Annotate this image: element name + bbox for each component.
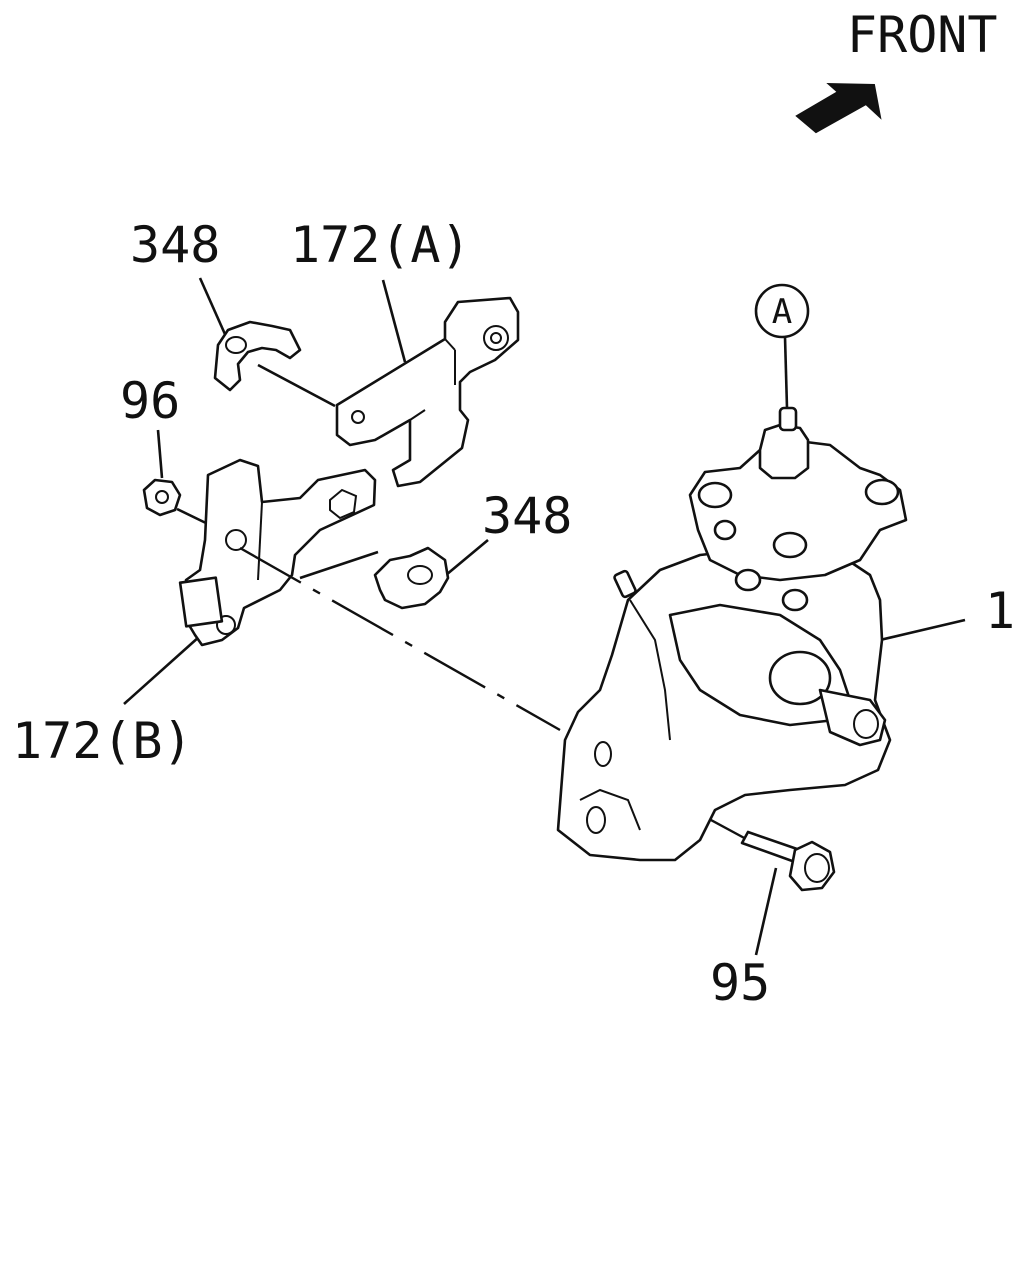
callout-172b: 172(B) bbox=[12, 712, 193, 770]
callout-95: 95 bbox=[710, 954, 770, 1012]
callout-348-top: 348 bbox=[130, 216, 220, 274]
callout-96: 96 bbox=[120, 372, 180, 430]
callout-172a: 172(A) bbox=[290, 216, 471, 274]
clip-348-mid bbox=[373, 546, 450, 610]
bracket-172b bbox=[178, 458, 377, 647]
steering-gear-assembly-1 bbox=[556, 406, 908, 862]
alignment-line-upper bbox=[239, 546, 561, 732]
clip-348-top bbox=[213, 320, 302, 392]
front-arrow-icon bbox=[795, 82, 882, 134]
leader-lines bbox=[123, 277, 966, 956]
bolt-95 bbox=[740, 830, 836, 892]
nut-96 bbox=[142, 478, 182, 517]
callout-348-mid: 348 bbox=[482, 487, 572, 545]
bracket-172a bbox=[335, 296, 520, 488]
callout-1: 1 bbox=[985, 582, 1015, 640]
front-label: FRONT bbox=[847, 6, 998, 64]
svg-text:A: A bbox=[772, 292, 792, 332]
reference-marker-a: A bbox=[754, 283, 810, 339]
